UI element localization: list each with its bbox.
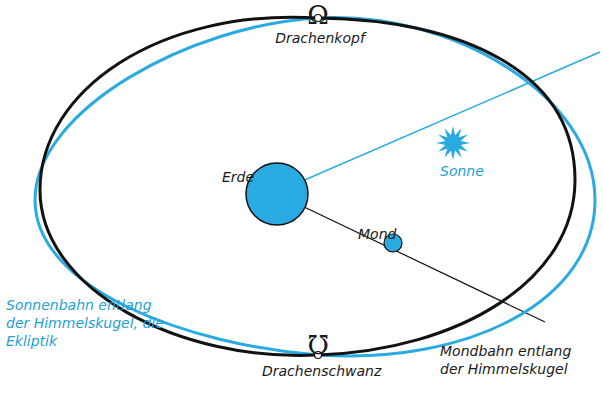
node-name: Drachenkopf bbox=[275, 29, 365, 47]
sun-star bbox=[436, 126, 470, 160]
body-name: Mond bbox=[358, 225, 396, 243]
body-name: Sonne bbox=[440, 162, 484, 180]
orbit-label: Sonnenbahn entlang der Himmelskugel, die… bbox=[6, 296, 166, 351]
earth-circle bbox=[246, 163, 308, 225]
node-name: Drachenschwanz bbox=[262, 362, 381, 380]
orbit-label: Mondbahn entlang der Himmelskugel bbox=[440, 342, 590, 378]
sun-direction-line bbox=[300, 52, 600, 182]
moon-direction-line bbox=[300, 205, 545, 322]
node-symbol: Ω bbox=[307, 2, 329, 28]
node-symbol: ℧ bbox=[307, 332, 329, 358]
body-name: Erde bbox=[222, 168, 254, 186]
